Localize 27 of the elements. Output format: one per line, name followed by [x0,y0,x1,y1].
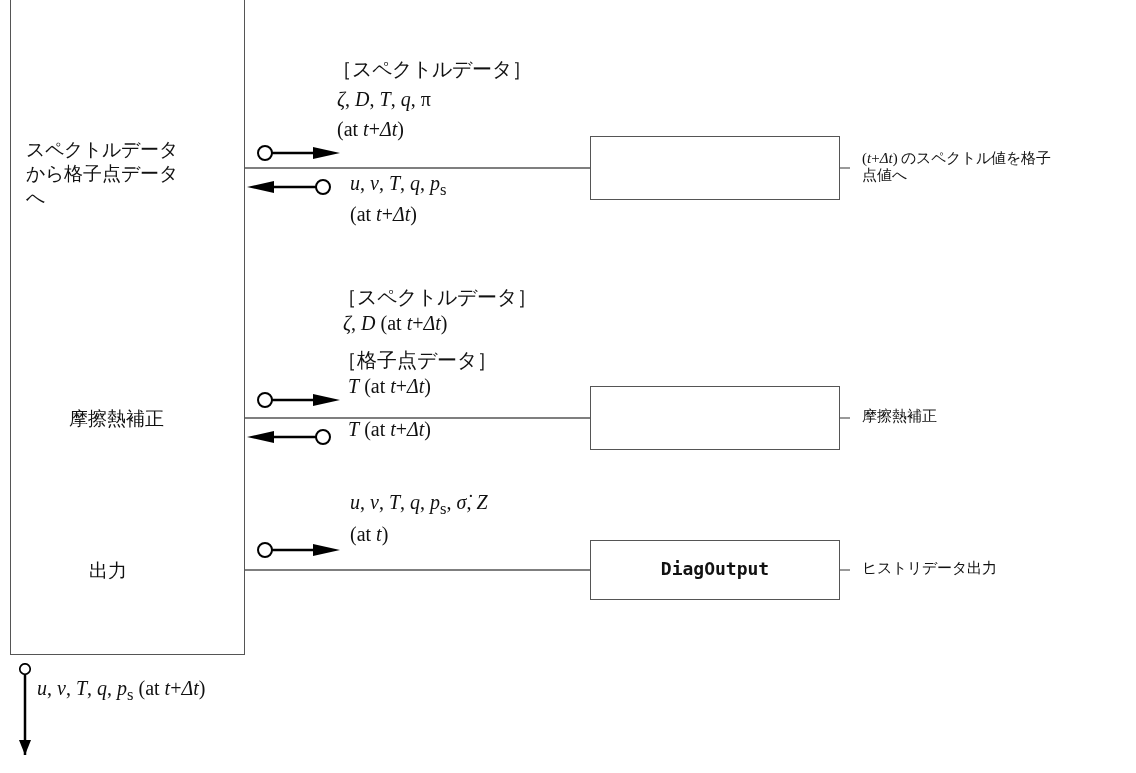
module-name: 出力 [89,559,128,583]
data-label: (at t+Δt) [337,118,404,141]
data-label: (at t+Δt) [350,203,417,226]
data-label: ［スペクトルデータ］ [332,57,532,82]
empty-module-box [590,136,840,200]
data-flow-arrow [18,662,32,755]
module-name: DiagOutput [659,558,771,581]
data-label: u, v, T, q, p$_{s}$ [350,172,447,200]
data-label: T (at t+Δt) [348,418,432,441]
call-line [244,417,591,419]
data-label: ［スペクトルデータ］ [337,285,537,310]
data-label: ζ, D, T, q, π [337,88,431,111]
data-label: ζ, D (at t+Δt) [343,312,448,335]
module-name: スペクトルデータから格子点データへ [26,138,179,210]
module-name: 摩擦熱補正 [69,407,165,431]
module-description: ヒストリデータ出力 [862,560,998,578]
empty-module-box [590,386,840,450]
edge-label: u, v, T, q, p$_{s}$ (at t+Δt) [37,677,206,705]
module-description: 摩擦熱補正 [862,408,938,426]
data-label: (at t) [350,523,389,546]
data-label: u, v, T, q, p$_{s}$, σ̇, Z [350,491,488,519]
module-box [10,0,245,655]
data-label: ［格子点データ］ [337,348,497,373]
module-description: (t+Δt) のスペクトル値を格子点値へ [862,150,1052,185]
call-line [244,569,591,571]
data-label: T (at t+Δt) [348,375,432,398]
module-box [590,540,840,600]
